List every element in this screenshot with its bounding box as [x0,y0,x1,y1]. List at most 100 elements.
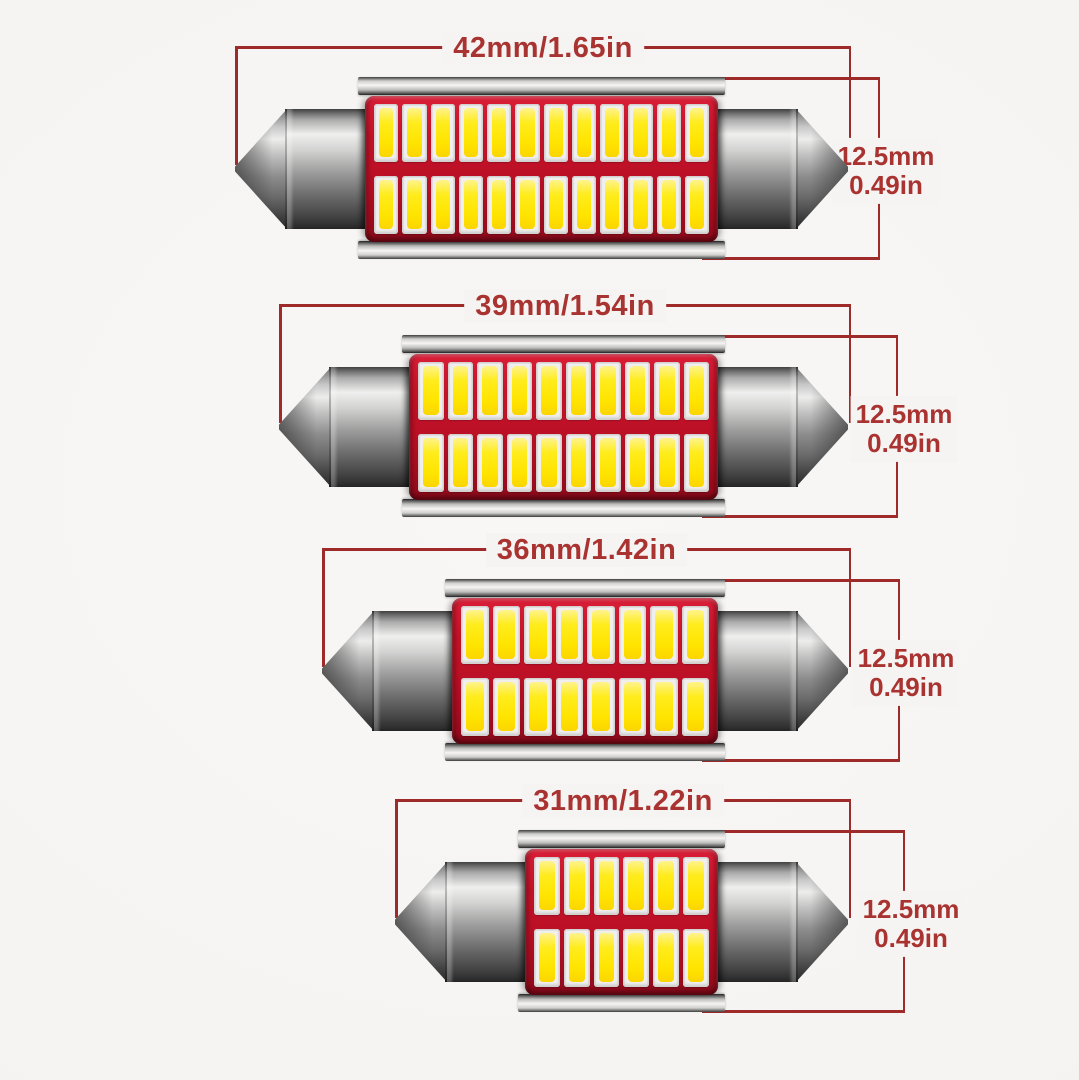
heatsink-plate-bottom [402,499,725,517]
led-phosphor [658,933,675,982]
led-chip [524,678,552,736]
led-phosphor [423,366,439,415]
led-phosphor [592,610,610,659]
led-row [461,678,709,736]
led-phosphor [541,366,557,415]
diameter-label-mm: 12.5mm [837,140,935,171]
led-chip [653,929,680,987]
led-chip [506,434,532,492]
led-chip [654,362,680,420]
led-phosphor [492,180,507,229]
led-chip [563,929,590,987]
length-label: 39mm/1.54in [464,289,666,323]
led-chip [595,434,621,492]
led-phosphor [529,610,547,659]
led-phosphor [541,438,557,487]
diameter-bracket-bottom [702,515,898,518]
led-row [461,606,709,664]
led-chip [374,176,399,234]
cap-body-left [372,611,452,731]
cap-tip-left [279,367,331,487]
diameter-bracket-top [702,77,880,80]
led-phosphor [661,180,676,229]
led-chip [447,362,473,420]
led-chip [458,176,483,234]
led-chip [595,362,621,420]
led-chip [430,104,455,162]
led-phosphor [688,438,704,487]
led-chip [593,857,620,915]
cap-body-left [445,862,525,982]
led-phosphor [686,682,704,731]
led-chip [492,678,520,736]
cap-body-right [718,611,798,731]
cap-tip-right [796,611,848,731]
heatsink-plate-top [402,335,725,353]
led-chip [524,606,552,664]
led-chip [458,104,483,162]
led-phosphor [570,366,586,415]
metal-cap-left [235,109,365,229]
led-chip [587,678,615,736]
led-phosphor [605,180,620,229]
led-phosphor [560,682,578,731]
led-row [374,104,709,162]
diameter-label-in: 0.49in [874,923,948,953]
diameter-bracket-top [702,335,898,338]
led-chip [487,176,512,234]
led-phosphor [628,861,645,910]
led-phosphor [548,180,563,229]
led-phosphor [570,438,586,487]
led-chip [681,606,709,664]
led-phosphor [689,108,704,157]
led-chip [536,434,562,492]
length-dimension-drop-left [322,549,325,667]
led-phosphor [623,682,641,731]
length-dimension-drop-left [395,800,398,918]
led-row [534,929,709,987]
led-chip [623,857,650,915]
led-chip [656,176,681,234]
led-chip [555,606,583,664]
led-chip [650,678,678,736]
led-phosphor [659,438,675,487]
led-phosphor [520,180,535,229]
diameter-label-in: 0.49in [849,170,923,200]
led-chip [447,434,473,492]
diameter-label-mm: 12.5mm [855,398,953,429]
heatsink-plate-bottom [358,241,725,259]
cap-tip-right [796,109,848,229]
diameter-label-in: 0.49in [869,672,943,702]
led-phosphor [548,108,563,157]
length-label: 31mm/1.22in [522,784,724,818]
led-phosphor [407,108,422,157]
heatsink-plate-top [445,579,725,597]
led-chip [571,104,596,162]
led-phosphor [466,610,484,659]
led-phosphor [623,610,641,659]
led-phosphor [629,366,645,415]
led-row [418,434,709,492]
led-phosphor [511,366,527,415]
led-chip [624,362,650,420]
led-phosphor [598,933,615,982]
led-chip [563,857,590,915]
led-phosphor [629,438,645,487]
led-phosphor [452,438,468,487]
diameter-label: 12.5mm 0.49in [832,137,940,205]
led-phosphor [539,933,555,982]
length-dimension-drop-right [848,800,851,918]
cap-tip-left [235,109,287,229]
length-dimension-drop-right [848,549,851,667]
led-phosphor [568,933,585,982]
diameter-bracket-bottom [702,257,880,260]
led-phosphor [492,108,507,157]
led-row [534,857,709,915]
led-phosphor [379,180,394,229]
led-chip [684,104,709,162]
led-phosphor [655,610,673,659]
metal-cap-left [395,862,525,982]
led-chip [683,434,709,492]
led-chip [534,929,560,987]
